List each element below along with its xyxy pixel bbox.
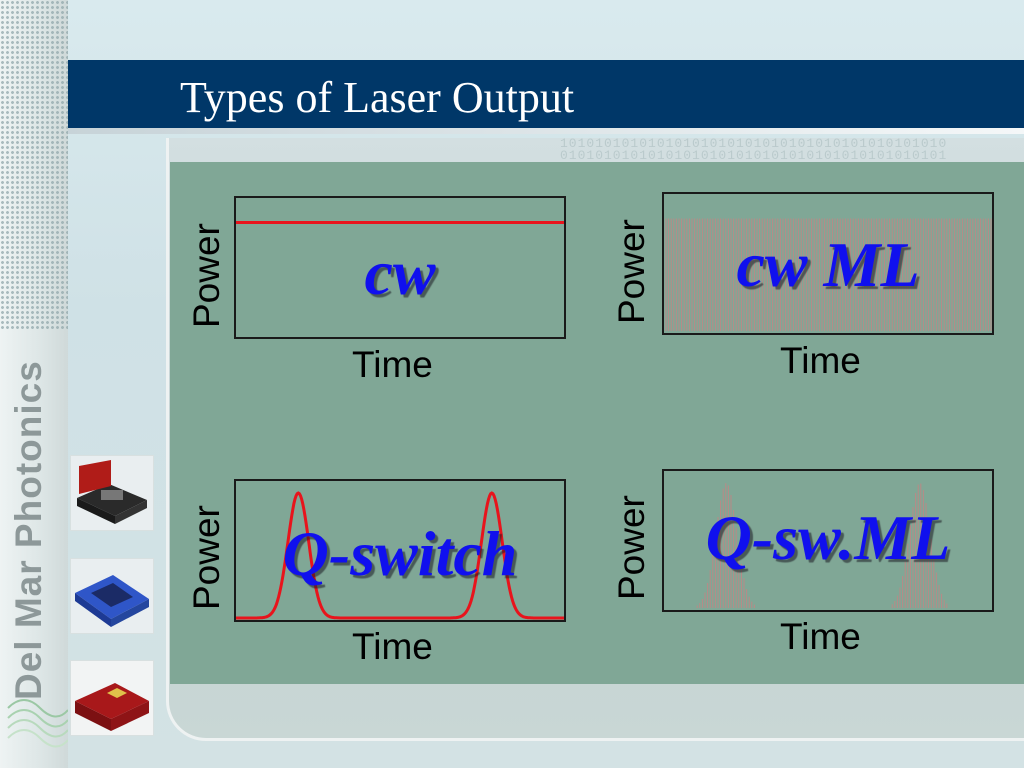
thumb-lid	[79, 460, 111, 494]
y-axis-label: Power	[186, 223, 227, 328]
wave-logo-icon	[7, 699, 68, 748]
y-axis-label: Power	[611, 495, 652, 600]
plot-cw: cw	[234, 196, 566, 339]
left-decorative-strip	[0, 0, 68, 768]
plot-title: cw ML	[736, 229, 920, 300]
plot-trace	[236, 491, 564, 620]
plot-q-switch: Q-switch	[234, 479, 566, 622]
plot-q-sw-ml: Q-sw.ML	[662, 469, 994, 612]
x-axis-label: Time	[780, 340, 861, 381]
laser-product-thumbnail-2	[70, 558, 154, 634]
binary-line: 1010101010101010101010101010101010101010…	[560, 138, 948, 151]
binary-line: 0101010101010101010101010101010101010101…	[560, 148, 948, 163]
plot-title: Q-sw.ML	[705, 502, 951, 573]
x-axis-label: Time	[352, 344, 433, 385]
q-switch-trace	[236, 491, 564, 620]
page-title: Types of Laser Output	[180, 73, 575, 122]
header-band	[68, 60, 1024, 128]
binary-watermark: 1010101010101010101010101010101010101010…	[560, 138, 1024, 164]
plot-trace	[665, 218, 992, 331]
plot-trace	[696, 483, 948, 608]
brand-name: Del Mar Photonics	[8, 360, 49, 700]
y-axis-label: Power	[611, 219, 652, 324]
laser-product-thumbnail-3	[70, 660, 154, 736]
laser-product-thumbnail-1	[70, 455, 154, 531]
plot-trace	[236, 221, 564, 224]
x-axis-label: Time	[352, 626, 433, 667]
header-divider	[68, 128, 1024, 134]
plot-cw-ml: cw ML	[662, 192, 994, 335]
x-axis-label: Time	[780, 616, 861, 657]
plot-title: cw	[364, 237, 436, 308]
y-axis-label: Power	[186, 505, 227, 610]
plot-title: Q-switch	[282, 518, 518, 589]
dot-pattern	[0, 0, 68, 330]
